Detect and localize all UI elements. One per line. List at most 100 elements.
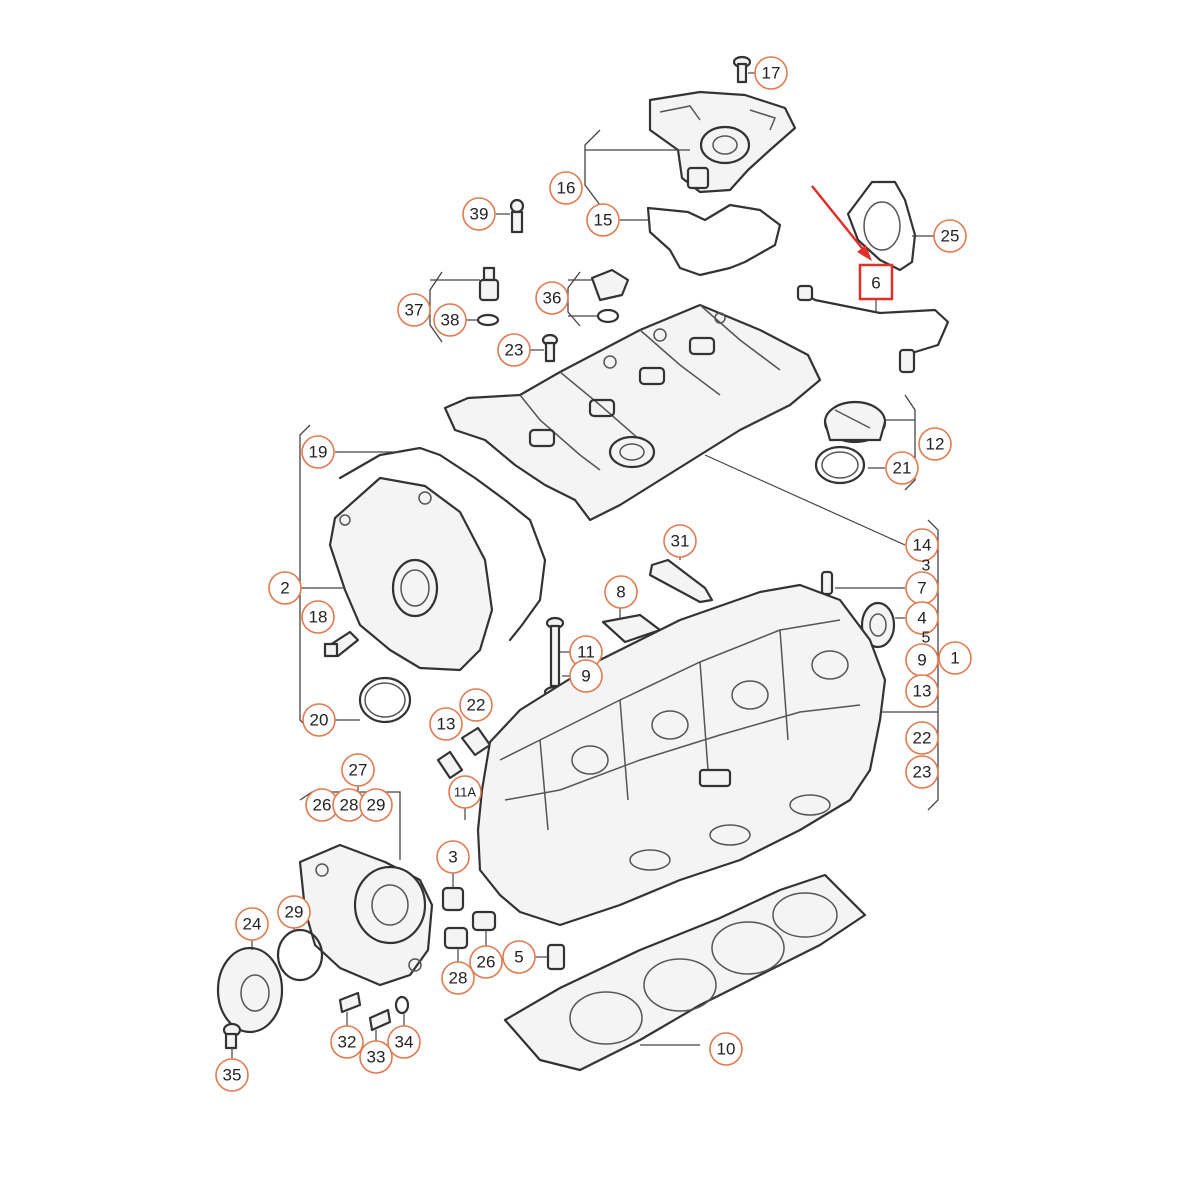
callout-24[interactable]: 24 [235, 907, 269, 941]
svg-text:36: 36 [543, 289, 562, 308]
callout-38[interactable]: 38 [433, 303, 467, 337]
callout-36[interactable]: 36 [535, 281, 569, 315]
svg-text:8: 8 [616, 583, 625, 602]
callout-20[interactable]: 20 [302, 703, 336, 737]
timing-cover-2-drawing [328, 476, 494, 672]
svg-text:7: 7 [917, 579, 926, 598]
svg-text:29: 29 [367, 796, 386, 815]
callout-21[interactable]: 21 [885, 451, 919, 485]
svg-text:14: 14 [913, 536, 932, 555]
svg-text:34: 34 [395, 1033, 414, 1052]
svg-text:35: 35 [223, 1066, 242, 1085]
svg-text:12: 12 [926, 435, 945, 454]
callout-15[interactable]: 15 [586, 203, 620, 237]
svg-text:27: 27 [349, 761, 368, 780]
oring-20-drawing [358, 676, 412, 724]
callout-37[interactable]: 37 [397, 293, 431, 327]
callout-25[interactable]: 25 [933, 219, 967, 253]
cap-36-drawing [590, 268, 630, 324]
bushings-drawing [441, 886, 497, 950]
callout-7[interactable]: 7 [905, 571, 939, 605]
svg-text:39: 39 [470, 205, 489, 224]
callout-3-lower[interactable]: 3 [436, 840, 470, 874]
svg-text:13: 13 [437, 715, 456, 734]
callout-12[interactable]: 12 [918, 427, 952, 461]
head-gasket-10-drawing [503, 873, 867, 1072]
small-bolts-drawing [338, 991, 410, 1032]
callout-22-left[interactable]: 22 [459, 688, 493, 722]
callout-27[interactable]: 27 [341, 753, 375, 787]
callout-9-left[interactable]: 9 [569, 659, 603, 693]
callout-33[interactable]: 33 [359, 1040, 393, 1074]
valve-housing-16-drawing [648, 90, 797, 194]
svg-text:24: 24 [243, 915, 262, 934]
svg-text:19: 19 [309, 443, 328, 462]
callout-4[interactable]: 4 [905, 601, 939, 635]
cylinder-head-drawing [476, 583, 887, 927]
gasket-25-drawing [846, 180, 917, 272]
oil-cap-12-drawing [814, 400, 887, 485]
svg-text:22: 22 [467, 696, 486, 715]
cam-gear-4-drawing [860, 601, 896, 649]
callout-23-right[interactable]: 23 [905, 755, 939, 789]
svg-text:32: 32 [338, 1033, 357, 1052]
svg-text:11: 11 [577, 643, 595, 662]
plug-5-drawing [546, 943, 566, 971]
highlight-box-part-6[interactable]: 6 [858, 263, 894, 301]
valve-7-drawing [820, 570, 834, 596]
bolt-23-drawing [541, 333, 559, 363]
svg-text:16: 16 [557, 179, 576, 198]
callout-9-right[interactable]: 9 [905, 643, 939, 677]
callout-16[interactable]: 16 [549, 171, 583, 205]
callout-28-lower[interactable]: 28 [441, 961, 475, 995]
svg-text:15: 15 [594, 211, 613, 230]
callout-13-right[interactable]: 13 [905, 674, 939, 708]
svg-text:23: 23 [505, 341, 524, 360]
plain-label-5: 5 [922, 630, 931, 647]
highlight-label-6: 6 [871, 274, 880, 293]
callout-35[interactable]: 35 [215, 1058, 249, 1092]
callout-18[interactable]: 18 [301, 600, 335, 634]
svg-text:4: 4 [917, 609, 926, 628]
svg-text:37: 37 [405, 301, 424, 320]
svg-text:17: 17 [762, 64, 781, 83]
callout-11A[interactable]: 11A [448, 775, 482, 809]
callout-2[interactable]: 2 [268, 571, 302, 605]
callout-26-lower[interactable]: 26 [469, 945, 503, 979]
callout-17[interactable]: 17 [754, 56, 788, 90]
callout-34[interactable]: 34 [387, 1025, 421, 1059]
callout-22-right[interactable]: 22 [905, 721, 939, 755]
svg-text:9: 9 [917, 651, 926, 670]
callout-14[interactable]: 14 [905, 528, 939, 562]
sensor-37-drawing [476, 266, 500, 327]
callout-29-lower[interactable]: 29 [277, 895, 311, 929]
callout-13-left[interactable]: 13 [429, 707, 463, 741]
svg-text:13: 13 [913, 682, 932, 701]
callout-19[interactable]: 19 [301, 435, 335, 469]
callout-5-lower[interactable]: 5 [502, 940, 536, 974]
valve-cover-drawing [443, 303, 822, 522]
flange-24-drawing [216, 946, 284, 1034]
callout-8[interactable]: 8 [604, 575, 638, 609]
svg-text:5: 5 [514, 948, 523, 967]
highlight-arrow [811, 185, 872, 261]
callout-11[interactable]: 11 [569, 635, 603, 669]
svg-text:9: 9 [581, 667, 590, 686]
callout-1[interactable]: 1 [938, 641, 972, 675]
plain-labels: 3 5 [922, 558, 931, 647]
callout-23-upper[interactable]: 23 [497, 333, 531, 367]
svg-text:20: 20 [310, 711, 329, 730]
callout-10[interactable]: 10 [709, 1032, 743, 1066]
svg-text:28: 28 [340, 796, 359, 815]
callout-29-upper[interactable]: 29 [359, 788, 393, 822]
plain-label-3: 3 [922, 558, 931, 575]
callout-39[interactable]: 39 [462, 197, 496, 231]
callout-32[interactable]: 32 [330, 1025, 364, 1059]
bolt-17-drawing [732, 55, 752, 84]
pump-housing-drawing [298, 843, 434, 987]
svg-text:33: 33 [367, 1048, 386, 1067]
svg-text:3: 3 [448, 848, 457, 867]
gasket-15-drawing [646, 203, 782, 277]
callout-31[interactable]: 31 [663, 524, 697, 558]
